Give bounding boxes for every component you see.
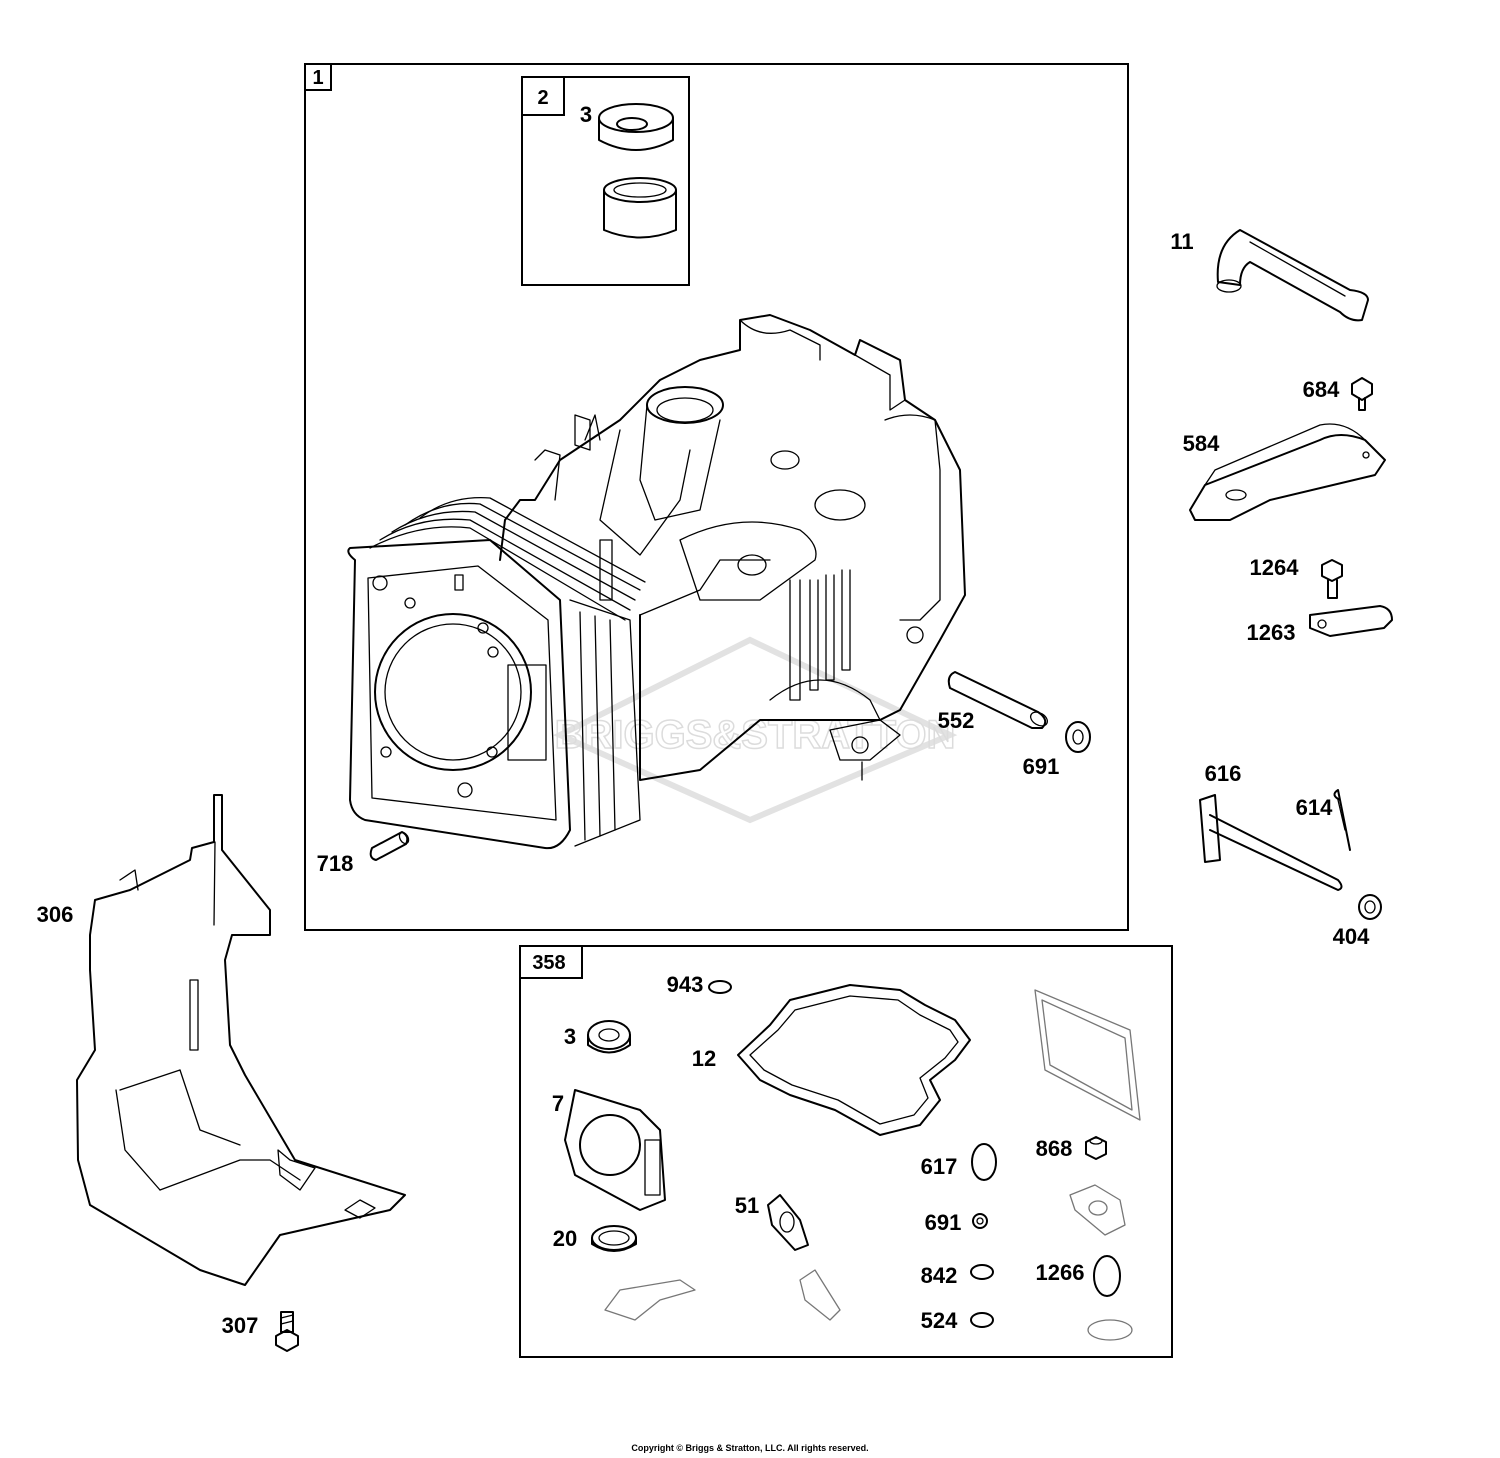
seal-691-drawing — [972, 1213, 988, 1229]
callout-51: 51 — [735, 1193, 759, 1218]
intake-gasket-drawing — [767, 1194, 809, 1251]
callout-labels: 3 11 684 584 1264 1263 552 691 616 614 4… — [37, 102, 1370, 1338]
callout-552: 552 — [938, 708, 975, 733]
kit-box-gasket-set-label: 358 — [532, 952, 565, 974]
callout-617: 617 — [921, 1154, 958, 1179]
watermark-logo: BRIGGS&STRATTON — [552, 636, 958, 824]
hairpin-clip-drawing — [1333, 789, 1351, 851]
oring-943-drawing — [708, 980, 732, 994]
callout-3-seal: 3 — [564, 1024, 576, 1049]
callout-718: 718 — [317, 851, 354, 876]
callout-684: 684 — [1303, 377, 1340, 402]
callout-616: 616 — [1205, 761, 1242, 786]
callout-614: 614 — [1296, 795, 1333, 820]
oil-seal-drawing — [587, 1020, 631, 1054]
screw-307-drawing — [275, 1311, 299, 1352]
fitting-868-drawing — [1085, 1136, 1107, 1160]
callout-1263: 1263 — [1247, 620, 1296, 645]
callout-943: 943 — [667, 972, 704, 997]
gasket-faint-middle-drawing — [799, 1269, 841, 1321]
callout-404: 404 — [1333, 924, 1370, 949]
oring-842-drawing — [970, 1264, 994, 1280]
seal-20-drawing — [591, 1225, 637, 1252]
kit-box-gasket-set: 358 — [519, 945, 1173, 1358]
gasket-faint-bottom-right-drawing — [1087, 1319, 1133, 1341]
watermark-text: BRIGGS&STRATTON — [555, 713, 956, 757]
callout-524: 524 — [921, 1308, 958, 1333]
callout-584: 584 — [1183, 431, 1220, 456]
gasket-outline-faint-drawing — [1034, 989, 1141, 1121]
head-gasket-drawing — [564, 1089, 666, 1211]
callout-12: 12 — [692, 1046, 716, 1071]
gasket-faint-right-drawing — [1069, 1184, 1126, 1236]
governor-shaft-drawing — [947, 671, 1049, 729]
kit-box-bearing-label: 2 — [537, 87, 548, 109]
callout-691-upper: 691 — [1023, 754, 1060, 779]
bushing-drawing — [603, 177, 677, 239]
washer-404-drawing — [1358, 894, 1382, 920]
callout-11: 11 — [1170, 229, 1193, 254]
gasket-faint-lower-left-drawing — [604, 1279, 696, 1321]
air-guide-drawing — [76, 794, 406, 1286]
screw-1264-drawing — [1321, 559, 1343, 599]
callout-307: 307 — [222, 1313, 259, 1338]
cylinder-block-drawing — [347, 314, 966, 850]
bearing-seal-drawing — [598, 103, 674, 151]
callout-868: 868 — [1036, 1136, 1073, 1161]
copyright-notice: Copyright © Briggs & Stratton, LLC. All … — [631, 1443, 869, 1453]
washer-691-drawing — [1065, 721, 1091, 753]
callout-7: 7 — [552, 1091, 564, 1116]
callout-1266: 1266 — [1036, 1260, 1085, 1285]
kit-box-cylinder: 1 — [304, 63, 1129, 931]
callout-842: 842 — [921, 1263, 958, 1288]
callout-306: 306 — [37, 902, 74, 927]
kit-box-cylinder-label: 1 — [312, 67, 323, 89]
breather-cover-drawing — [1189, 423, 1386, 521]
dowel-pin-drawing — [369, 831, 410, 861]
callout-691-seal: 691 — [925, 1210, 962, 1235]
breather-tube-drawing — [1216, 229, 1369, 322]
oring-1266-drawing — [1093, 1255, 1121, 1297]
oring-524-drawing — [970, 1312, 994, 1328]
oring-617-drawing — [971, 1143, 997, 1181]
callout-3-bearing: 3 — [580, 102, 592, 127]
callout-20: 20 — [553, 1226, 577, 1251]
governor-crank-drawing — [1199, 794, 1343, 891]
callout-1264: 1264 — [1250, 555, 1300, 580]
sump-gasket-drawing — [737, 984, 971, 1136]
screw-684-drawing — [1351, 377, 1373, 411]
plate-1263-drawing — [1309, 605, 1393, 637]
kit-box-bearing: 2 — [521, 76, 690, 286]
